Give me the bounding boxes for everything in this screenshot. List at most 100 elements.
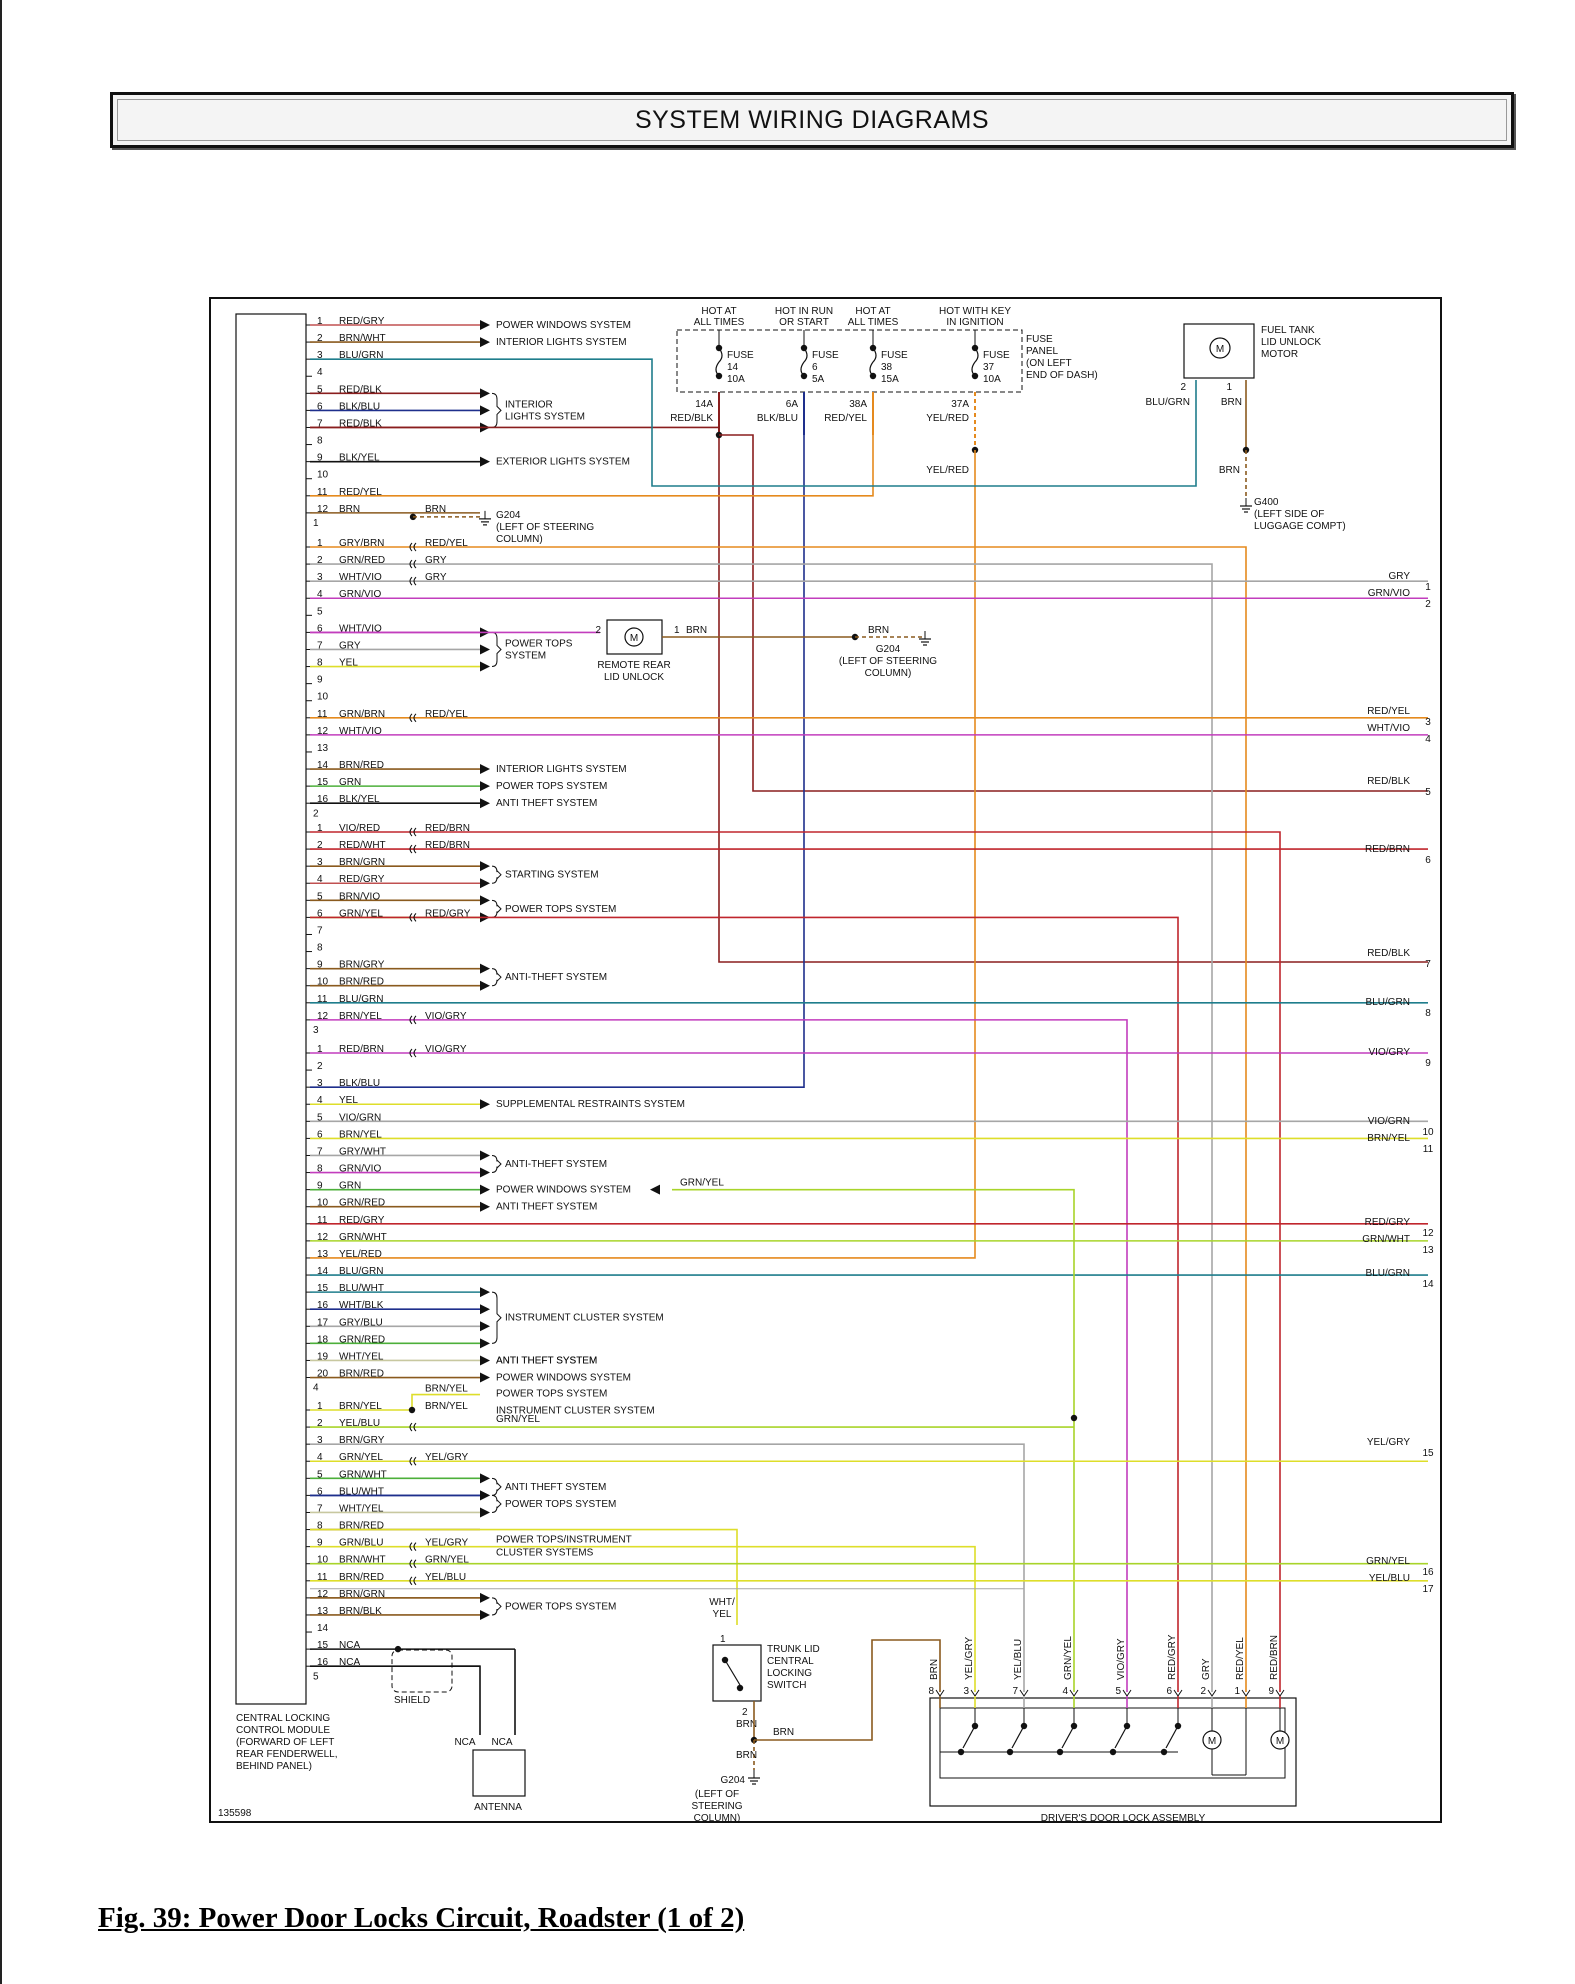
wire-blu-grn <box>310 358 1197 487</box>
system-arrow <box>480 1609 490 1620</box>
door-pin-wire-label: VIO/GRY <box>1116 1638 1127 1680</box>
control-module-box <box>235 313 307 1705</box>
exit-number: 8 <box>1425 1008 1431 1019</box>
page-title: SYSTEM WIRING DIAGRAMS <box>634 105 990 134</box>
pin-number: 8 <box>317 658 323 669</box>
pin-number: 5 <box>317 606 323 617</box>
door-lock-motor-icon: M <box>1208 1736 1216 1747</box>
system-bracket <box>491 1494 502 1513</box>
door-pin-wire-label: RED/YEL <box>1235 1637 1246 1680</box>
fuse-hot-label: HOT AT <box>701 306 736 317</box>
rear-lid-motor-box <box>606 619 663 655</box>
system-arrow <box>480 1167 490 1178</box>
system-label: EXTERIOR LIGHTS SYSTEM <box>496 457 630 468</box>
wire-blk-blu <box>310 435 805 1088</box>
exit-wire-label: GRY <box>1389 571 1411 582</box>
wire-color-label: GRN/WHT <box>339 1232 387 1243</box>
fuse-terminal <box>869 344 877 352</box>
connector-tag: 5 <box>313 1671 319 1682</box>
fuse-label: 37 <box>983 362 995 373</box>
fuse-icon <box>800 347 808 377</box>
wire-color-label: GRY/BLU <box>339 1317 383 1328</box>
exit-wire-label: GRN/WHT <box>1362 1234 1410 1245</box>
fuse-terminal-label: 6A <box>786 399 799 410</box>
system-arrow <box>480 1150 490 1161</box>
g204-label: COLUMN) <box>496 534 543 545</box>
wire-color-label: BLK/BLU <box>339 1078 380 1089</box>
pin-number: 20 <box>317 1369 329 1380</box>
trunk-switch-label: SWITCH <box>767 1680 806 1691</box>
switch-terminal <box>1123 1722 1131 1730</box>
door-switch-contact <box>1165 1725 1179 1749</box>
rear-lid-motor-icon: M <box>630 633 638 644</box>
pin-number: 1 <box>317 823 323 834</box>
wire-color-label: NCA <box>454 1737 475 1748</box>
door-pin-wire-label: RED/GRY <box>1167 1634 1178 1680</box>
wire-red-blk <box>719 434 1428 792</box>
system-arrow <box>480 895 490 906</box>
pin-number: 3 <box>317 1078 323 1089</box>
switch-terminal <box>1070 1722 1078 1730</box>
system-arrow <box>480 337 490 348</box>
system-arrow <box>480 661 490 672</box>
system-label: LIGHTS SYSTEM <box>505 411 585 422</box>
system-bracket <box>491 392 502 428</box>
wire-color-label: RED/BRN <box>425 840 470 851</box>
system-arrow <box>480 1338 490 1349</box>
control-module-label: (FORWARD OF LEFT <box>236 1737 334 1748</box>
wire-color-label: BRN <box>425 504 446 515</box>
system-arrow <box>480 1304 490 1315</box>
system-label: ANTI THEFT SYSTEM <box>496 798 597 809</box>
door-pin-wire-label: YEL/GRY <box>964 1637 975 1680</box>
fuse-terminal-label: 38A <box>849 399 867 410</box>
wire-color-label: BRN <box>868 625 889 636</box>
g204-label: G204 <box>496 510 521 521</box>
pin-number: 12 <box>317 1232 329 1243</box>
pin-number: 1 <box>1226 382 1232 393</box>
g400-label: LUGGAGE COMPT) <box>1254 521 1346 532</box>
wire-color-label: GRN/VIO <box>339 589 381 600</box>
pin-number: 11 <box>317 709 328 720</box>
trunk-switch-label: TRUNK LID <box>767 1644 820 1655</box>
fuse-icon <box>971 347 979 377</box>
exit-wire-label: VIO/GRY <box>1369 1047 1411 1058</box>
exit-number: 13 <box>1422 1245 1434 1256</box>
pin-number: 12 <box>317 1589 329 1600</box>
inline-connector <box>409 1015 417 1025</box>
fuse-panel-label: (ON LEFT <box>1026 358 1072 369</box>
pin-number: 17 <box>317 1317 329 1328</box>
pin-number: 12 <box>317 504 329 515</box>
system-label: POWER WINDOWS SYSTEM <box>496 320 631 331</box>
system-bracket <box>491 865 502 884</box>
fuse-label: FUSE <box>881 350 908 361</box>
control-module-label: CENTRAL LOCKING <box>236 1713 330 1724</box>
wire-nca <box>450 1665 481 1735</box>
wire-color-label: NCA <box>491 1737 512 1748</box>
door-pin-wire-label: GRY <box>1201 1658 1212 1680</box>
control-module-label: CONTROL MODULE <box>236 1725 330 1736</box>
wire-yel-gry <box>310 1545 976 1692</box>
system-label: POWER TOPS/INSTRUMENT <box>496 1535 632 1546</box>
fuse-terminal <box>869 372 877 380</box>
fuel-motor-icon: M <box>1216 344 1224 355</box>
door-pin-number: 7 <box>1012 1686 1018 1697</box>
trunk-switch-contact <box>724 1659 741 1686</box>
wire-color-label: GRY <box>425 555 447 566</box>
door-pin-number: 6 <box>1166 1686 1172 1697</box>
door-pin-number: 2 <box>1200 1686 1206 1697</box>
wire-color-label: WHT/VIO <box>339 623 382 634</box>
pin-number: 11 <box>317 1215 328 1226</box>
inline-connector <box>409 844 417 854</box>
pin-number: 2 <box>317 1061 323 1072</box>
pin-number: 6 <box>317 908 323 919</box>
system-bracket <box>491 1154 502 1174</box>
exit-wire-label: WHT/VIO <box>1367 723 1410 734</box>
exit-wire-label: YEL/GRY <box>1367 1437 1410 1448</box>
wire-color-label: BLU/GRN <box>339 1266 383 1277</box>
pin-number: 10 <box>317 977 329 988</box>
wire-color-label: BLU/GRN <box>339 350 383 361</box>
system-label: POWER TOPS SYSTEM <box>496 1389 607 1400</box>
wire-color-label: BLU/GRN <box>1146 397 1190 408</box>
pin-number: 7 <box>317 418 323 429</box>
system-label: INTERIOR <box>505 399 553 410</box>
